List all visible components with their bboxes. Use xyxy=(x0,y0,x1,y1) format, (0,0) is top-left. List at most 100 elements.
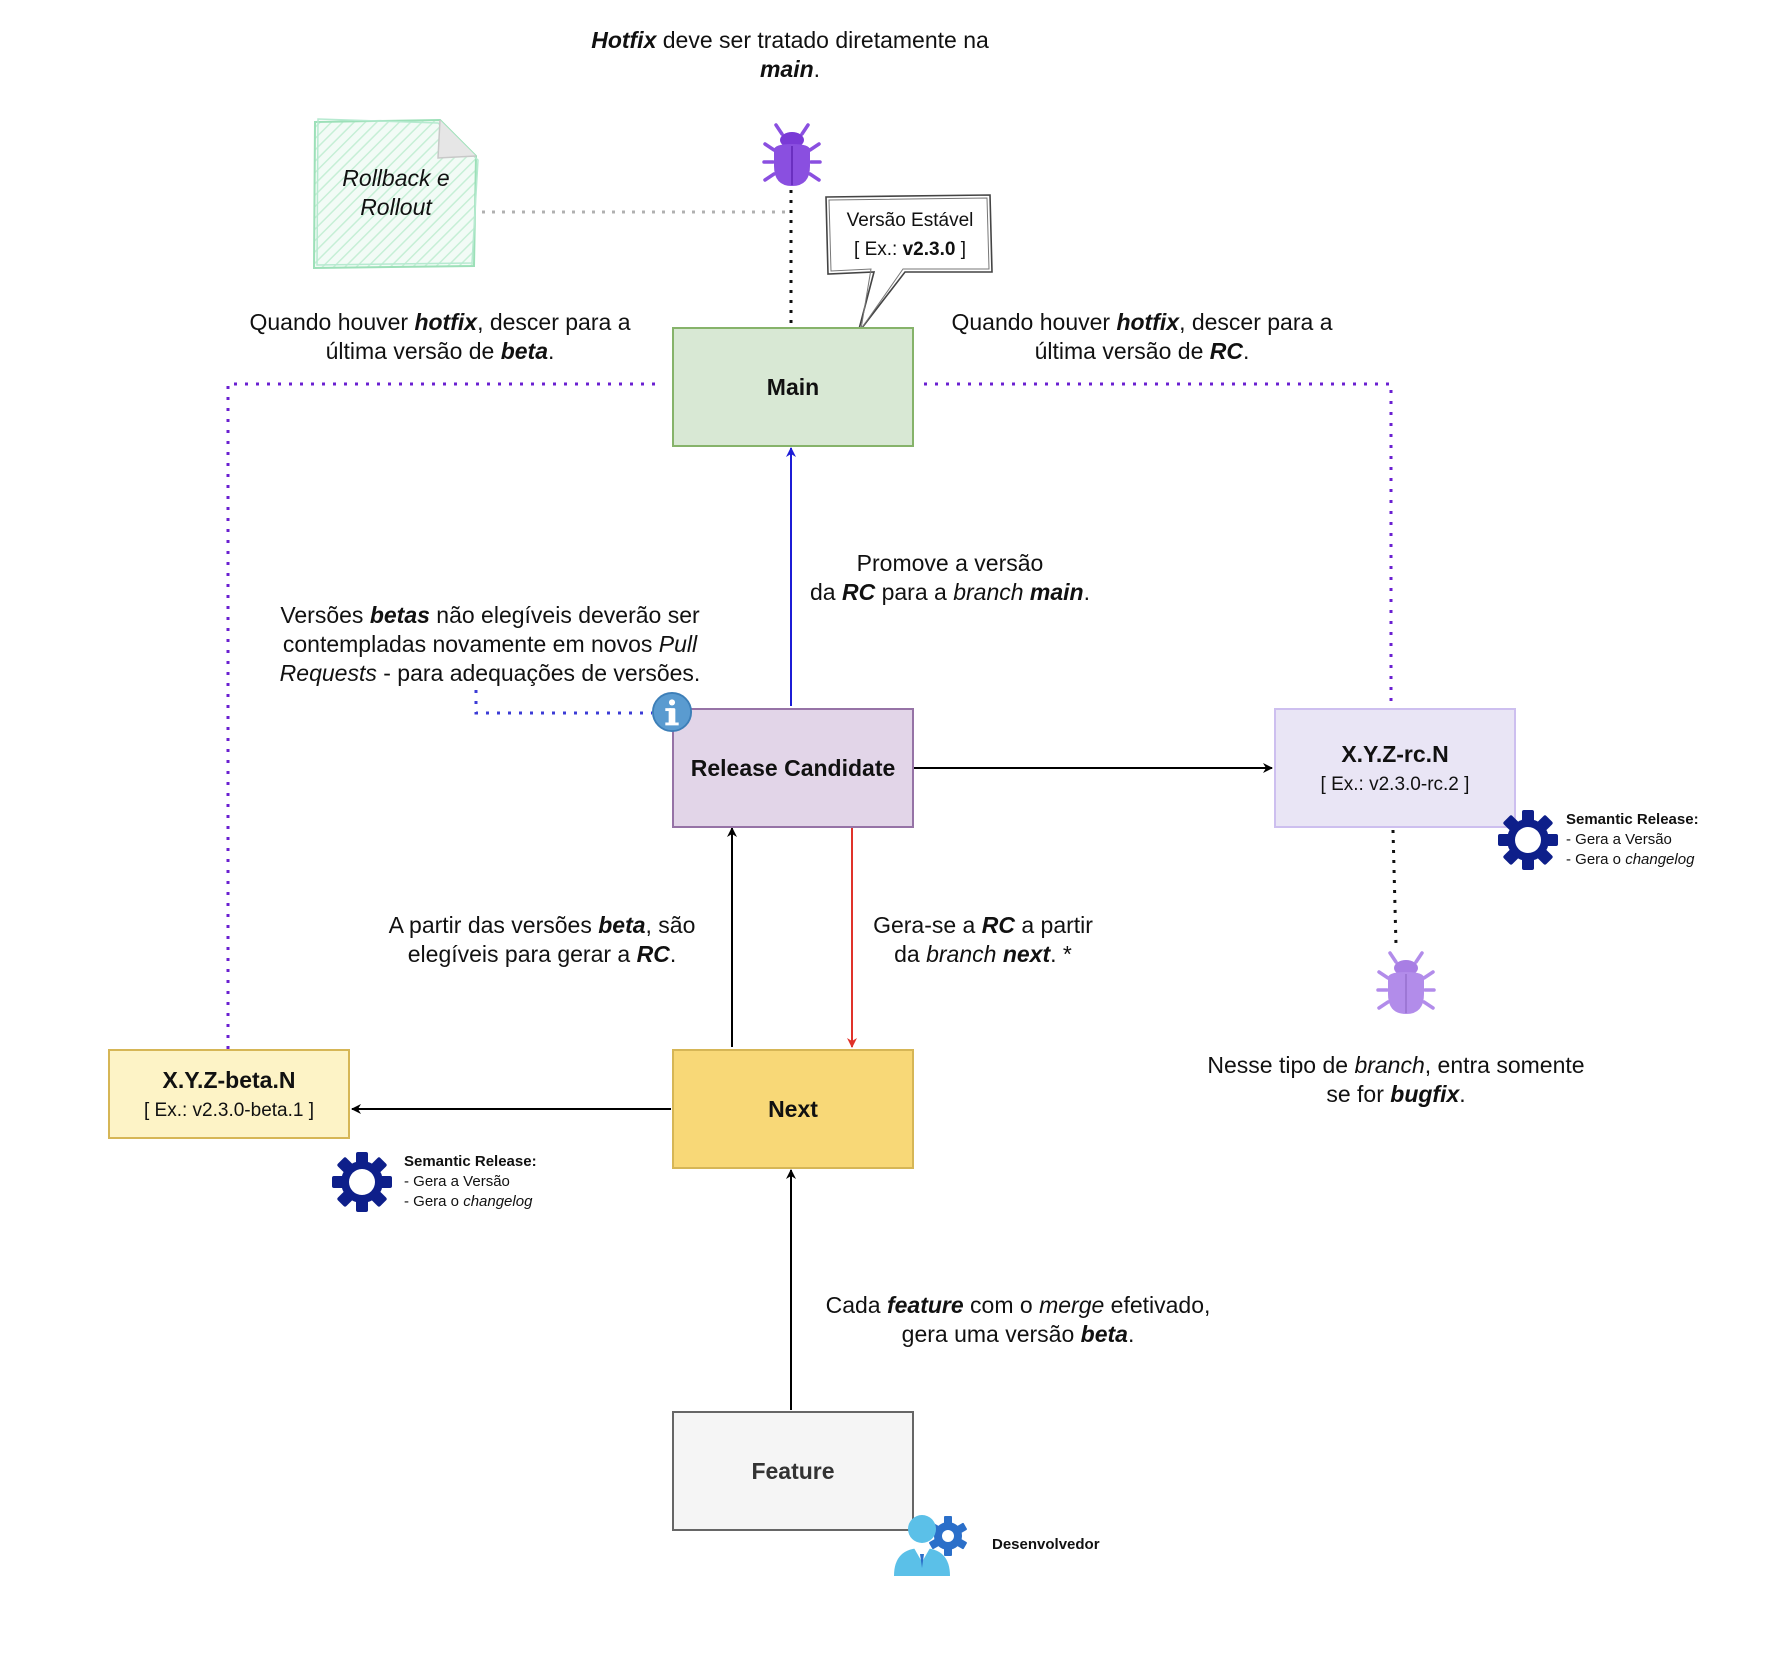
promote-a: Promove a versão xyxy=(856,550,1044,576)
generate-rc-c: a partir xyxy=(1014,912,1093,938)
sr-beta-l1: - Gera a Versão xyxy=(404,1173,510,1190)
main-branch-node: Main xyxy=(672,327,914,447)
feature-merge-h: . xyxy=(1127,1321,1135,1347)
hotfix-left-a: Quando houver xyxy=(249,309,415,335)
stable-version-callout: Versão Estável [ Ex.: v2.3.0 ] xyxy=(832,206,988,264)
hotfix-top-a: Hotfix xyxy=(591,27,657,53)
rc-version-example: [ Ex.: v2.3.0-rc.2 ] xyxy=(1320,773,1470,795)
promote-g: main xyxy=(1029,579,1084,605)
rollback-note-line2: Rollout xyxy=(360,194,432,220)
hotfix-left-text: Quando houver hotfix, descer para a últi… xyxy=(210,308,670,366)
betas-note-g: - para adequações de versões. xyxy=(376,660,701,686)
release-candidate-node: Release Candidate xyxy=(672,708,914,828)
sr-beta-l2-em: changelog xyxy=(463,1193,533,1210)
bug-icon xyxy=(1376,951,1436,1014)
eligible-b: beta xyxy=(598,912,646,938)
feature-merge-a: Cada xyxy=(825,1292,887,1318)
beta-version-example: [ Ex.: v2.3.0-beta.1 ] xyxy=(143,1099,315,1121)
hotfix-right-d: última versão de xyxy=(1034,338,1210,364)
bugfix-a: Nesse tipo de xyxy=(1207,1052,1355,1078)
hotfix-right-text: Quando houver hotfix, descer para a últi… xyxy=(912,308,1372,366)
hotfix-top-c: main xyxy=(759,56,814,82)
rc-version-title: X.Y.Z-rc.N xyxy=(1341,740,1449,767)
feature-merge-d: merge xyxy=(1039,1292,1105,1318)
developer-label: Desenvolvedor xyxy=(992,1536,1100,1553)
feature-merge-g: beta xyxy=(1080,1321,1128,1347)
betas-note-a: Versões xyxy=(280,602,370,628)
bug-icon xyxy=(762,123,822,186)
callout-line1: Versão Estável xyxy=(846,210,974,231)
hotfix-path-left xyxy=(226,382,662,1049)
rollback-note-text: Rollback e Rollout xyxy=(318,164,474,222)
callout-ex-prefix: [ Ex.: xyxy=(854,239,903,260)
bugfix-text: Nesse tipo de branch, entra somente se f… xyxy=(1176,1051,1616,1109)
eligible-text: A partir das versões beta, são elegíveis… xyxy=(340,911,744,969)
hotfix-left-d: última versão de xyxy=(325,338,501,364)
feature-merge-c: com o xyxy=(963,1292,1040,1318)
stable-version-callout-shape xyxy=(825,194,993,334)
generate-rc-g: next xyxy=(1002,941,1051,967)
rollback-note-line1: Rollback e xyxy=(342,165,450,191)
bugfix-c: , entra somente xyxy=(1424,1052,1585,1078)
generate-rc-text: Gera-se a RC a partir da branch next. * xyxy=(838,911,1128,969)
sr-rc-l2-em: changelog xyxy=(1625,851,1695,868)
info-dotted-link xyxy=(474,690,652,715)
generate-rc-e: branch xyxy=(926,941,997,967)
feature-merge-b: feature xyxy=(886,1292,964,1318)
hotfix-top-b: deve ser tratado diretamente na xyxy=(656,27,989,53)
promote-c: RC xyxy=(841,579,876,605)
sr-beta-l2-prefix: - Gera o xyxy=(404,1193,464,1210)
generate-rc-h: . * xyxy=(1050,941,1072,967)
callout-ex-suffix: ] xyxy=(955,239,966,260)
rc-version-node: X.Y.Z-rc.N [ Ex.: v2.3.0-rc.2 ] xyxy=(1274,708,1516,828)
feature-merge-f: gera uma versão xyxy=(901,1321,1081,1347)
promote-e: branch xyxy=(953,579,1024,605)
hotfix-right-a: Quando houver xyxy=(951,309,1117,335)
info-icon xyxy=(651,691,693,733)
next-branch-node: Next xyxy=(672,1049,914,1169)
betas-note-f: Requests xyxy=(279,660,377,686)
promote-text: Promove a versão da RC para a branch mai… xyxy=(760,549,1140,607)
gear-icon xyxy=(1498,810,1558,870)
betas-note-e: Pull xyxy=(658,631,698,657)
hotfix-left-f: . xyxy=(548,338,555,364)
feature-merge-e: efetivado, xyxy=(1104,1292,1211,1318)
developer-gear-icon xyxy=(894,1515,967,1576)
bugfix-f: . xyxy=(1459,1081,1466,1107)
semantic-release-beta-label: Semantic Release: - Gera a Versão - Gera… xyxy=(404,1152,537,1212)
generate-rc-d: da xyxy=(894,941,927,967)
generate-rc-b: RC xyxy=(981,912,1015,938)
sr-rc-title: Semantic Release: xyxy=(1566,811,1699,828)
feature-branch-label: Feature xyxy=(751,1457,835,1484)
rollback-note-shape xyxy=(312,118,479,270)
eligible-d: elegíveis para gerar a xyxy=(407,941,637,967)
hotfix-right-f: . xyxy=(1242,338,1250,364)
hotfix-right-c: , descer para a xyxy=(1179,309,1333,335)
hotfix-right-e: RC xyxy=(1209,338,1243,364)
sr-rc-l2-prefix: - Gera o xyxy=(1566,851,1626,868)
betas-note-text: Versões betas não elegíveis deverão ser … xyxy=(238,601,742,688)
callout-ex-value: v2.3.0 xyxy=(902,239,956,260)
sr-beta-title: Semantic Release: xyxy=(404,1153,537,1170)
feature-branch-node: Feature xyxy=(672,1411,914,1531)
semantic-release-rc-label: Semantic Release: - Gera a Versão - Gera… xyxy=(1566,810,1699,870)
betas-note-c: não elegíveis deverão ser xyxy=(429,602,700,628)
release-candidate-label: Release Candidate xyxy=(690,754,896,781)
hotfix-right-b: hotfix xyxy=(1116,309,1180,335)
bugfix-b: branch xyxy=(1354,1052,1425,1078)
betas-note-b: betas xyxy=(369,602,430,628)
hotfix-top-text: Hotfix deve ser tratado diretamente na m… xyxy=(560,26,1020,84)
sr-rc-l1: - Gera a Versão xyxy=(1566,831,1672,848)
beta-version-node: X.Y.Z-beta.N [ Ex.: v2.3.0-beta.1 ] xyxy=(108,1049,350,1139)
promote-h: . xyxy=(1083,579,1090,605)
gear-icon xyxy=(332,1152,392,1212)
beta-version-title: X.Y.Z-beta.N xyxy=(162,1066,296,1093)
bugfix-e: bugfix xyxy=(1390,1081,1460,1107)
hotfix-left-e: beta xyxy=(500,338,549,364)
hotfix-path-right xyxy=(924,382,1393,704)
eligible-c: , são xyxy=(645,912,696,938)
main-branch-label: Main xyxy=(766,373,820,400)
eligible-e: RC xyxy=(636,941,670,967)
eligible-a: A partir das versões xyxy=(388,912,599,938)
